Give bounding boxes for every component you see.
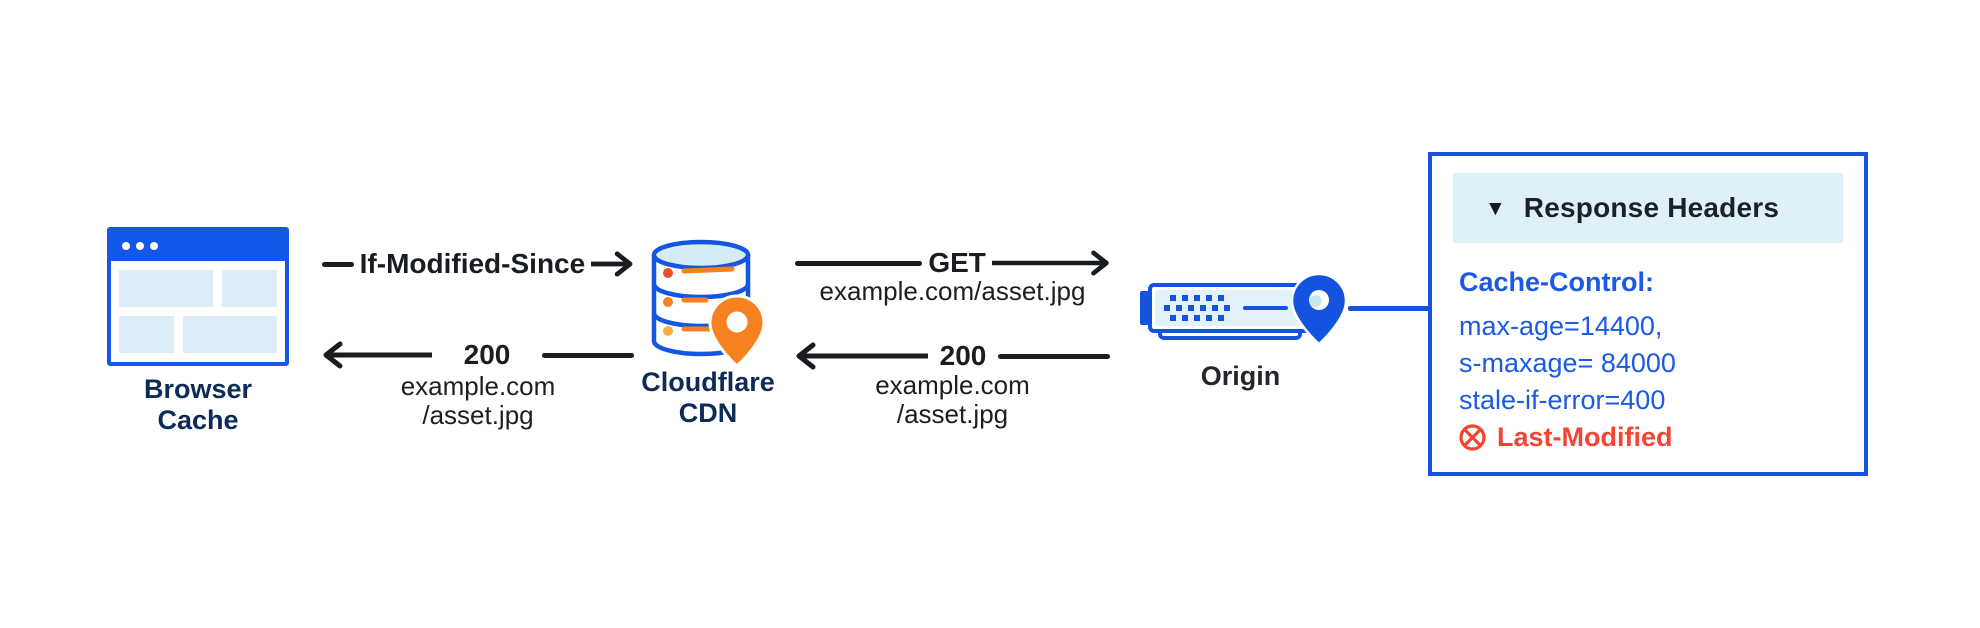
response-url-line2: /asset.jpg bbox=[422, 400, 534, 430]
response-url-line2: /asset.jpg bbox=[896, 399, 1009, 429]
directive-s-maxage: s-maxage= 84000 bbox=[1459, 348, 1676, 378]
arrow-right-icon bbox=[591, 251, 633, 277]
browser-window-icon bbox=[107, 227, 289, 366]
window-dot-icon bbox=[136, 242, 144, 250]
arrow-left-icon bbox=[796, 342, 928, 370]
arrow-right-icon bbox=[991, 250, 1109, 276]
get-label: GET bbox=[928, 247, 986, 278]
server-side-tab bbox=[1140, 291, 1149, 325]
panel-body: Cache-Control: max-age=14400, s-maxage= … bbox=[1432, 243, 1864, 456]
response-url-cdn: example.com /asset.jpg bbox=[795, 371, 1110, 429]
flow-response-200-to-cdn: 200 bbox=[795, 340, 1110, 371]
response-headers-panel: ▼ Response Headers Cache-Control: max-ag… bbox=[1428, 152, 1868, 476]
blue-location-pin-icon bbox=[1292, 274, 1346, 346]
wireframe-block bbox=[119, 270, 213, 307]
chevron-down-icon: ▼ bbox=[1485, 196, 1506, 220]
arrow-line bbox=[542, 352, 634, 358]
arrow-left-icon bbox=[323, 341, 432, 369]
browser-cache-label: Browser Cache bbox=[98, 374, 298, 436]
flow-if-modified-since: If-Modified-Since bbox=[322, 248, 634, 279]
arrow-line bbox=[322, 261, 354, 267]
server-dots-pattern bbox=[1164, 295, 1230, 321]
window-dot-icon bbox=[150, 242, 158, 250]
directive-max-age: max-age=14400, bbox=[1459, 311, 1663, 341]
response-url-line1: example.com bbox=[400, 371, 556, 401]
status-200-label: 200 bbox=[939, 340, 987, 371]
wireframe-block bbox=[119, 316, 175, 353]
cloudflare-cdn-label-line2: CDN bbox=[678, 398, 738, 428]
if-modified-since-label: If-Modified-Since bbox=[359, 248, 586, 279]
last-modified-crossed: Last-Modified bbox=[1459, 419, 1864, 456]
server-line bbox=[1243, 306, 1288, 310]
window-dot-icon bbox=[122, 242, 130, 250]
flow-response-200-to-browser: 200 bbox=[322, 339, 634, 370]
panel-title: Response Headers bbox=[1523, 192, 1780, 223]
browser-cache-label-line1: Browser bbox=[143, 374, 253, 404]
response-url-browser: example.com /asset.jpg bbox=[322, 372, 634, 430]
status-200-label: 200 bbox=[463, 339, 511, 370]
flow-get-request: GET bbox=[795, 247, 1110, 278]
directive-stale-if-error: stale-if-error=400 bbox=[1459, 385, 1666, 415]
arrow-line bbox=[795, 260, 923, 266]
origin-label: Origin bbox=[1200, 361, 1281, 391]
server-unit bbox=[1148, 283, 1312, 333]
origin-panel-connector-line bbox=[1348, 306, 1432, 311]
cloudflare-cdn-label-line1: Cloudflare bbox=[641, 367, 775, 397]
browser-content-wireframe bbox=[111, 261, 285, 362]
get-request-url: example.com/asset.jpg bbox=[819, 276, 1086, 306]
cloudflare-cdn-database-icon bbox=[651, 239, 766, 368]
orange-location-pin-icon bbox=[708, 294, 766, 368]
circle-x-icon bbox=[1459, 424, 1486, 451]
wireframe-block bbox=[221, 270, 277, 307]
response-url-line1: example.com bbox=[875, 370, 1030, 400]
response-headers-toggle[interactable]: ▼ Response Headers bbox=[1453, 173, 1843, 243]
last-modified-label: Last-Modified bbox=[1497, 422, 1673, 452]
cloudflare-cdn-label: Cloudflare CDN bbox=[628, 367, 788, 429]
origin-server-icon bbox=[1140, 274, 1350, 354]
cache-control-label: Cache-Control: bbox=[1459, 267, 1654, 297]
wireframe-block bbox=[183, 316, 277, 353]
browser-cache-label-line2: Cache bbox=[157, 405, 239, 435]
arrow-line bbox=[998, 353, 1110, 359]
browser-titlebar bbox=[111, 231, 285, 261]
